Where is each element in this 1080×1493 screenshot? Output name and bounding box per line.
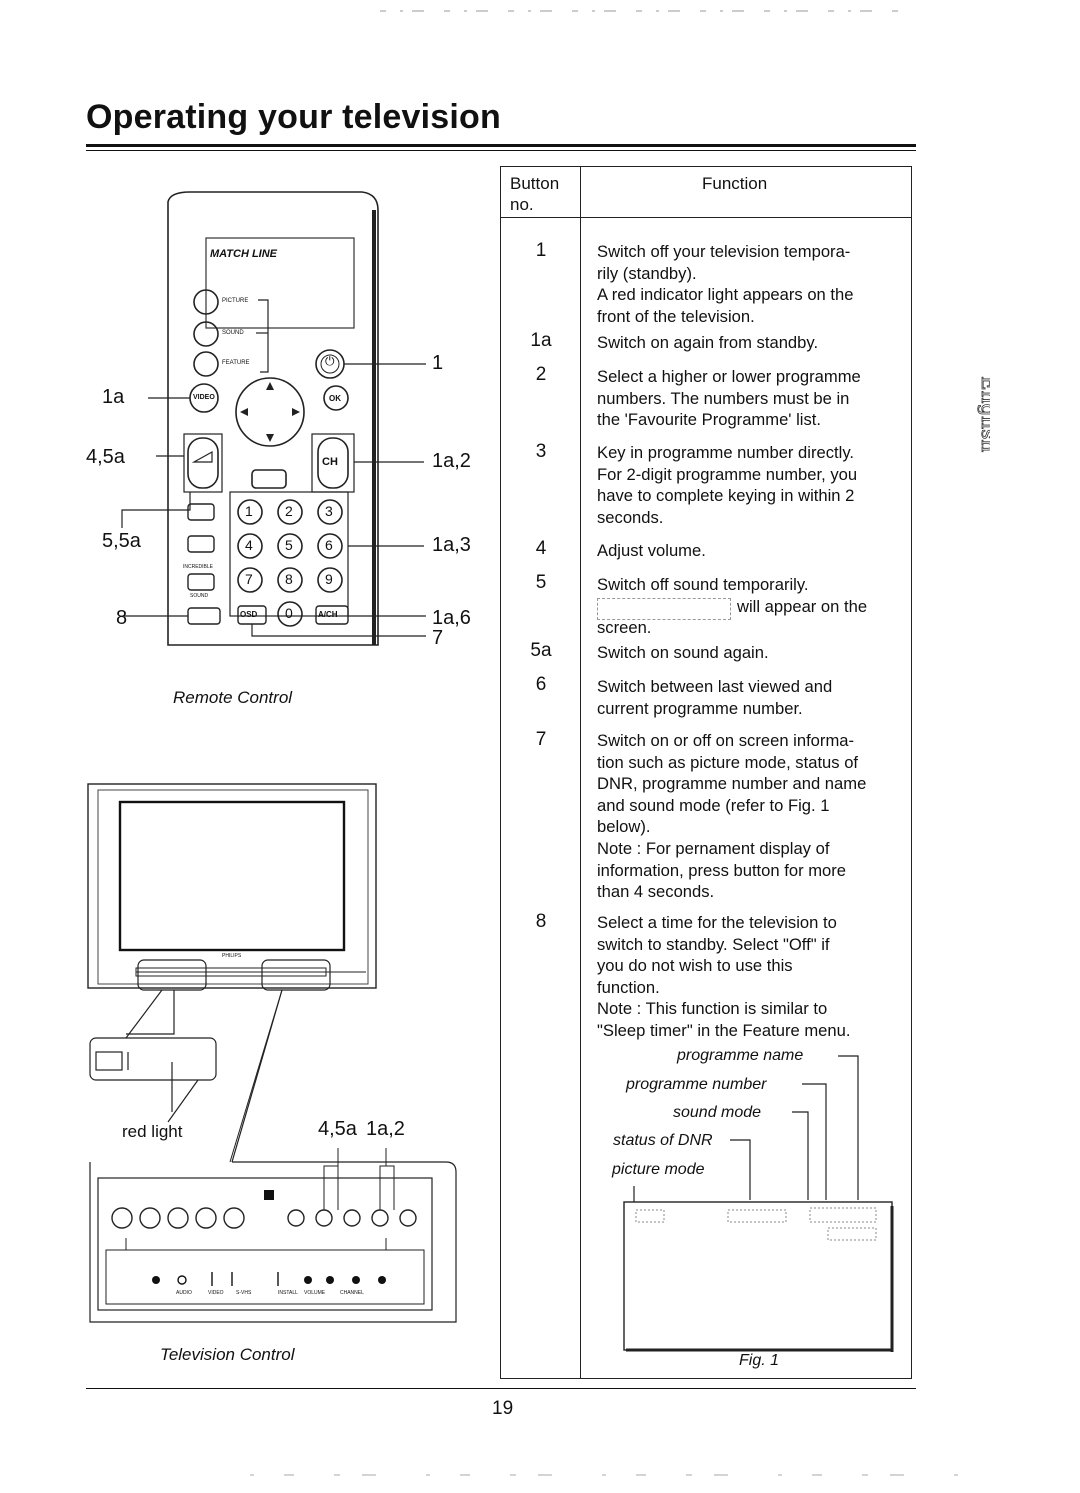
callout-1: 1 bbox=[432, 352, 444, 374]
television-illustration bbox=[87, 783, 457, 1323]
feature-label: FEATURE bbox=[222, 360, 250, 366]
row-function-7: Switch on or off on screen informa-tion … bbox=[597, 731, 867, 902]
digit-5[interactable]: 5 bbox=[285, 537, 293, 553]
panel-label-video: VIDEO bbox=[208, 1290, 224, 1296]
digit-0[interactable]: 0 bbox=[285, 605, 293, 621]
svg-text:English: English bbox=[977, 376, 990, 452]
fig1-label-status-of-dnr: status of DNR bbox=[613, 1132, 713, 1149]
scan-noise-bottom bbox=[250, 1474, 970, 1476]
digit-2[interactable]: 2 bbox=[285, 503, 293, 519]
callout-1a-3: 1a,3 bbox=[432, 534, 471, 556]
row-no-1a: 1a bbox=[530, 330, 552, 351]
callout-8: 8 bbox=[116, 607, 128, 629]
sound-label: SOUND bbox=[222, 330, 244, 336]
digit-7[interactable]: 7 bbox=[245, 571, 253, 587]
fig1-label-sound-mode: sound mode bbox=[673, 1104, 762, 1121]
header-button: Button bbox=[510, 174, 560, 193]
tv-callout-1a-2: 1a,2 bbox=[366, 1118, 405, 1140]
title-rule-thin bbox=[86, 150, 916, 151]
title-rule bbox=[86, 144, 916, 147]
channel-button[interactable]: CH bbox=[322, 456, 338, 468]
page-number: 19 bbox=[492, 1398, 514, 1419]
header-function: Function bbox=[702, 174, 768, 193]
row-function-5a: Switch on sound again. bbox=[597, 643, 769, 662]
osd-button[interactable]: OSD bbox=[240, 610, 258, 619]
callout-4-5a: 4,5a bbox=[86, 446, 125, 468]
table-header-divider bbox=[500, 217, 912, 218]
ok-button[interactable]: OK bbox=[329, 394, 341, 403]
fig1-osd-diagram bbox=[623, 1055, 894, 1352]
remote-control-illustration bbox=[121, 191, 426, 646]
row-no-5: 5 bbox=[535, 572, 547, 593]
row-function-4: Adjust volume. bbox=[597, 541, 706, 560]
row-no-2: 2 bbox=[535, 364, 547, 385]
digit-8[interactable]: 8 bbox=[285, 571, 293, 587]
tv-callout-4-5a: 4,5a bbox=[318, 1118, 357, 1140]
digit-4[interactable]: 4 bbox=[245, 537, 253, 553]
panel-label-svhs: S-VHS bbox=[236, 1290, 252, 1296]
row-no-5a: 5a bbox=[530, 640, 552, 661]
incredible-sound-label: SOUND bbox=[190, 593, 209, 599]
digit-6[interactable]: 6 bbox=[325, 537, 333, 553]
digit-9[interactable]: 9 bbox=[325, 571, 333, 587]
function-table bbox=[500, 166, 912, 1379]
row-no-1: 1 bbox=[535, 240, 547, 261]
panel-label-install: INSTALL bbox=[278, 1290, 298, 1296]
picture-label: PICTURE bbox=[222, 298, 249, 304]
fig1-label-picture-mode: picture mode bbox=[612, 1161, 705, 1178]
television-control-caption: Television Control bbox=[160, 1345, 295, 1364]
row-no-3: 3 bbox=[535, 441, 547, 462]
remote-control-caption: Remote Control bbox=[173, 688, 293, 707]
remote-brand: MATCH LINE bbox=[210, 248, 278, 260]
callout-5-5a: 5,5a bbox=[102, 530, 141, 552]
standby-icon[interactable]: ⏻ bbox=[325, 354, 335, 368]
callout-1a: 1a bbox=[102, 386, 125, 408]
digit-3[interactable]: 3 bbox=[325, 503, 333, 519]
panel-label-channel: CHANNEL bbox=[340, 1290, 364, 1296]
row-function-5: Switch off sound temporarily. will appea… bbox=[597, 575, 868, 638]
table-column-divider bbox=[580, 166, 581, 1379]
panel-label-audio: AUDIO bbox=[176, 1290, 192, 1296]
footer-rule bbox=[86, 1388, 916, 1389]
fig1-label-programme-number: programme number bbox=[626, 1076, 767, 1093]
row-no-6: 6 bbox=[535, 674, 547, 695]
callout-7: 7 bbox=[432, 627, 444, 649]
row-no-8: 8 bbox=[535, 911, 547, 932]
ach-button[interactable]: A/CH bbox=[318, 610, 338, 619]
fig1-label-programme-name: programme name bbox=[677, 1047, 804, 1064]
fig1-caption: Fig. 1 bbox=[739, 1352, 780, 1369]
incredible-label: INCREDIBLE bbox=[183, 564, 214, 570]
row-function-3: Key in programme number directly.For 2-d… bbox=[597, 443, 858, 527]
row-no-7: 7 bbox=[535, 729, 547, 750]
row-function-1a: Switch on again from standby. bbox=[597, 333, 819, 352]
red-light-label: red light bbox=[122, 1122, 183, 1141]
tv-brand: PHILIPS bbox=[222, 953, 242, 959]
scan-noise-top bbox=[380, 10, 900, 12]
callout-1a-6: 1a,6 bbox=[432, 607, 471, 629]
digit-1[interactable]: 1 bbox=[245, 503, 253, 519]
language-side-tab: English bbox=[977, 376, 990, 453]
row-no-4: 4 bbox=[535, 538, 547, 559]
video-button[interactable]: VIDEO bbox=[193, 394, 215, 401]
header-button-no: no. bbox=[510, 195, 534, 214]
sound-mute-osd-graphic bbox=[597, 598, 731, 620]
row-function-1: Switch off your television tempora-rily … bbox=[597, 242, 854, 326]
panel-label-volume: VOLUME bbox=[304, 1290, 326, 1296]
callout-1a-2: 1a,2 bbox=[432, 450, 471, 472]
page-title: Operating your television bbox=[86, 98, 501, 136]
